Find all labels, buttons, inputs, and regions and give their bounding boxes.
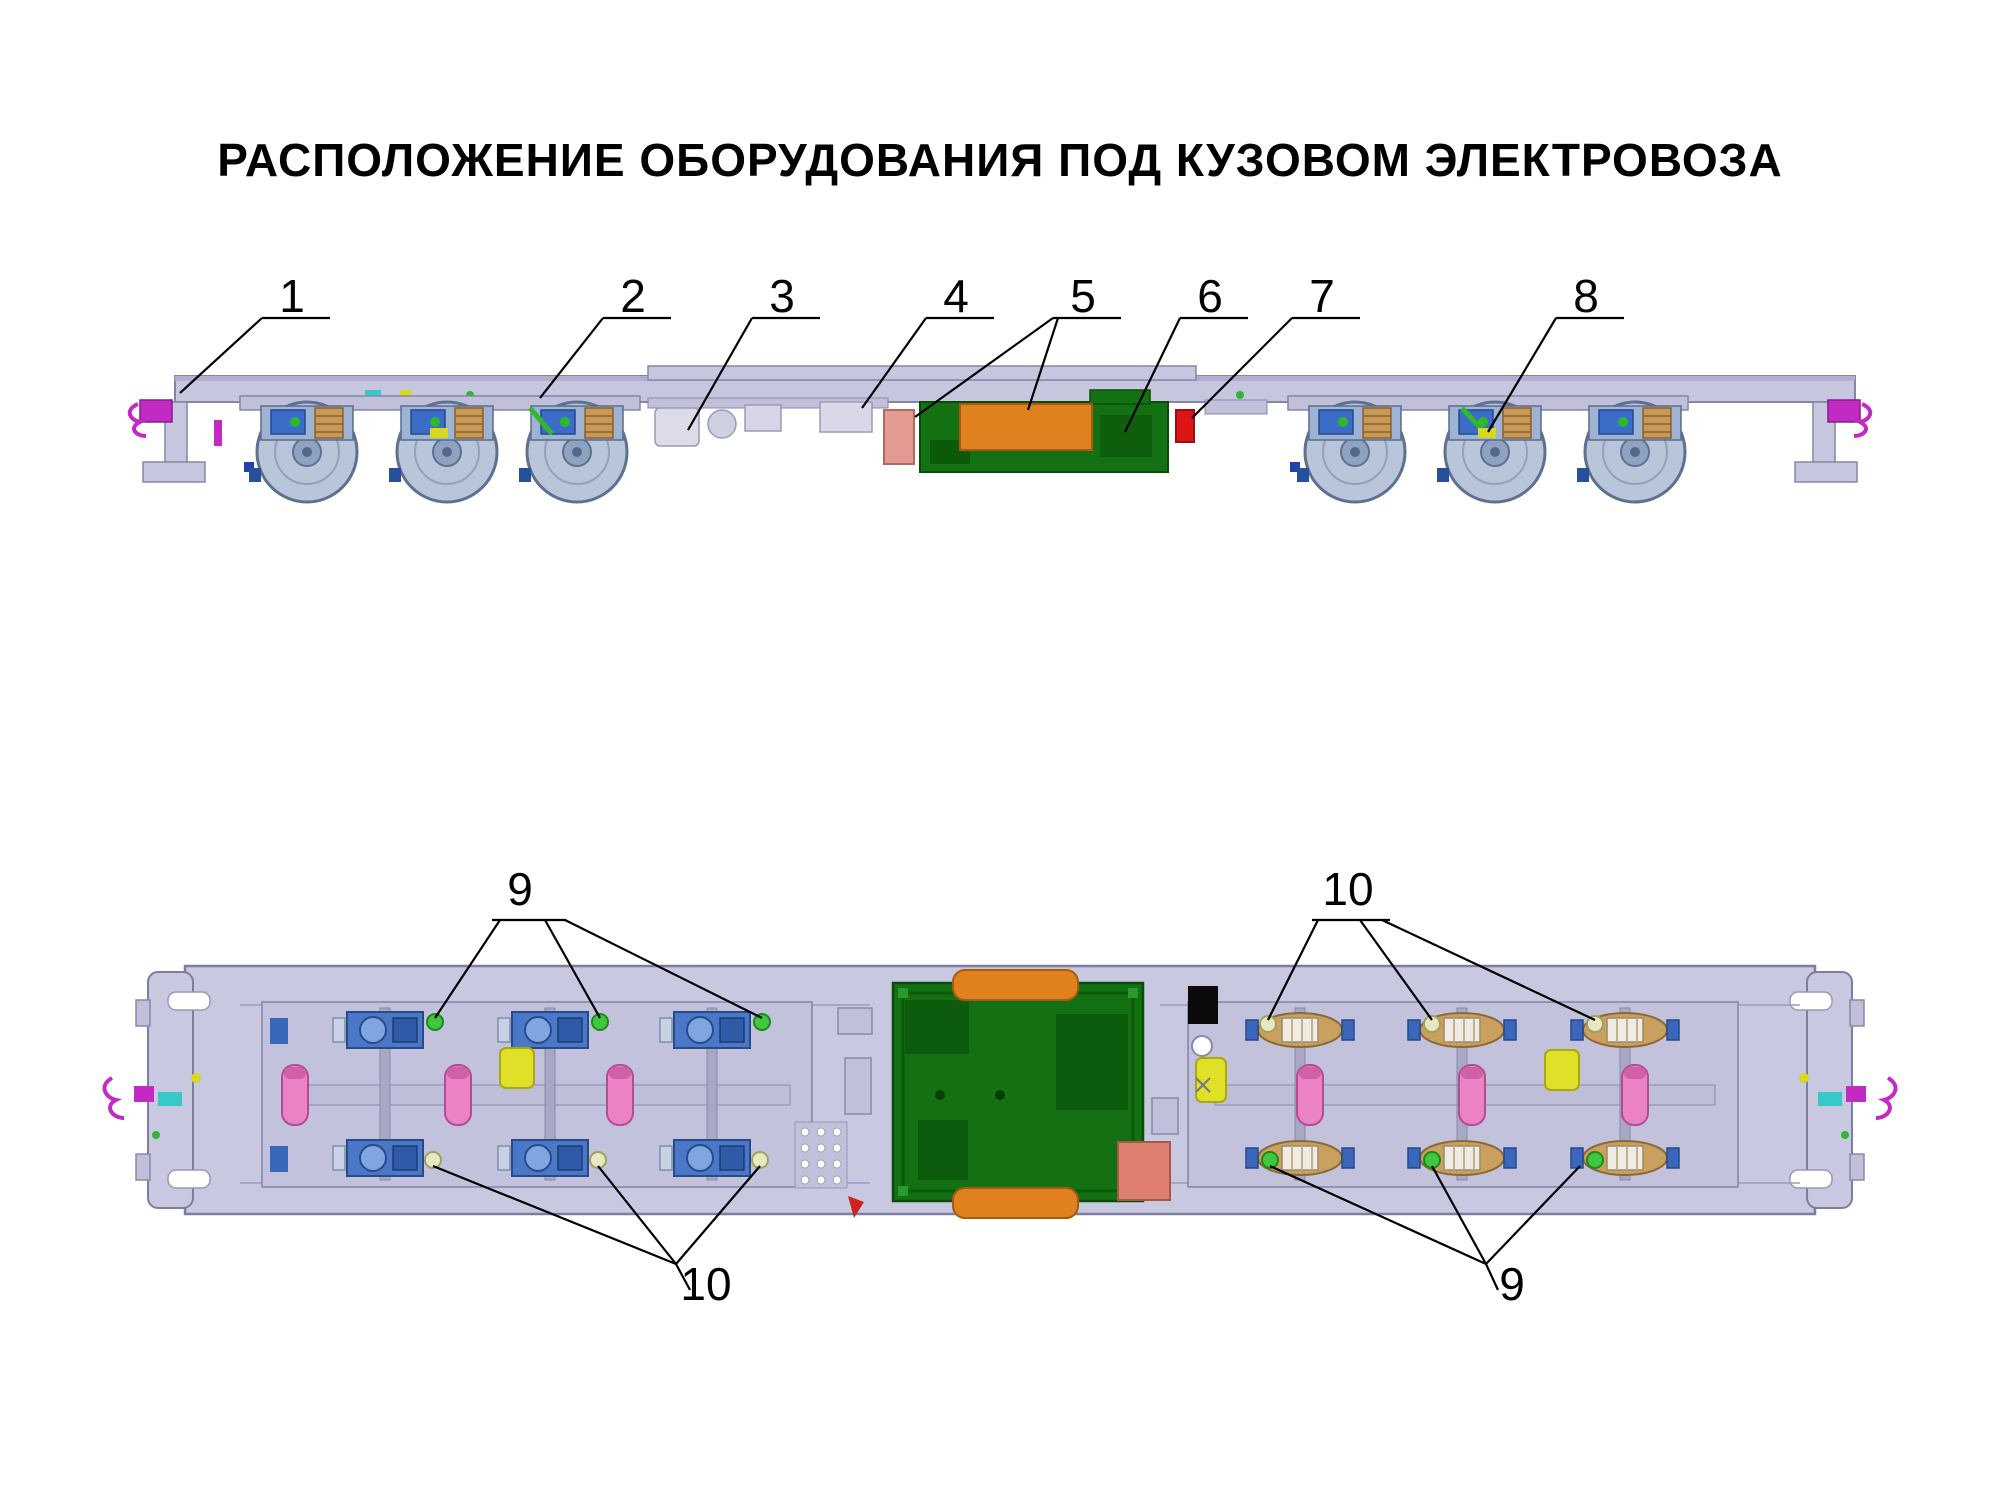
gear-unit xyxy=(659,1011,751,1049)
gear-unit xyxy=(497,1011,589,1049)
right-bogie-plan xyxy=(1187,1001,1739,1188)
orange-module xyxy=(959,403,1093,451)
callout-8: 8 xyxy=(1487,270,1624,433)
green-marker xyxy=(1261,1151,1279,1169)
callout-10-label: 10 xyxy=(680,1258,731,1310)
blue-bracket xyxy=(270,1146,288,1172)
gear-unit xyxy=(332,1139,424,1177)
black-box xyxy=(1188,986,1218,1024)
blue-bracket xyxy=(270,1018,288,1044)
aux-box xyxy=(837,1007,873,1035)
pale-marker xyxy=(1423,1015,1441,1033)
callout-1-label: 1 xyxy=(279,270,305,322)
coupler-left xyxy=(127,399,173,438)
vent-grid xyxy=(794,1121,848,1189)
yellow-unit xyxy=(1544,1049,1580,1091)
yellow-unit xyxy=(499,1047,535,1089)
orange-module-bottom xyxy=(952,1187,1079,1219)
pink-damper xyxy=(606,1064,634,1126)
pale-marker xyxy=(424,1151,442,1169)
callout-6-label: 6 xyxy=(1197,270,1223,322)
callout-7: 7 xyxy=(1191,270,1360,419)
green-marker xyxy=(1423,1151,1441,1169)
callout-3: 3 xyxy=(687,270,820,431)
end-platform-left xyxy=(135,971,211,1209)
callout-2-label: 2 xyxy=(620,270,646,322)
end-pilot-right xyxy=(1794,401,1858,483)
callout-10-bottom-left: 10 xyxy=(432,1164,761,1310)
x-marker xyxy=(1195,1077,1211,1093)
green-marker xyxy=(426,1013,444,1031)
callout-2: 2 xyxy=(539,270,671,399)
callout-10-label: 10 xyxy=(1322,863,1373,915)
callout-8-label: 8 xyxy=(1573,270,1599,322)
pink-module xyxy=(883,409,915,465)
coupler-right xyxy=(1827,399,1873,438)
salmon-module xyxy=(1117,1141,1171,1201)
left-bogie-plan xyxy=(261,1001,813,1188)
side-view-diagram: 1 2 3 4 5 6 7 xyxy=(127,270,1873,504)
callout-10-top-right: 10 xyxy=(1267,863,1596,1021)
pink-damper xyxy=(444,1064,472,1126)
underfloor-equipment xyxy=(654,401,873,447)
callout-6: 6 xyxy=(1124,270,1248,433)
aux-box xyxy=(1151,1097,1179,1135)
red-module xyxy=(1175,409,1195,443)
pink-damper xyxy=(281,1064,309,1126)
green-marker xyxy=(753,1013,771,1031)
green-marker xyxy=(591,1013,609,1031)
callout-1: 1 xyxy=(179,270,330,394)
pink-damper xyxy=(1296,1064,1324,1126)
callout-4: 4 xyxy=(861,270,994,409)
coupler-left-plan xyxy=(102,1073,201,1139)
callout-3-label: 3 xyxy=(769,270,795,322)
pink-damper xyxy=(1621,1064,1649,1126)
page-title: РАСПОЛОЖЕНИЕ ОБОРУДОВАНИЯ ПОД КУЗОВОМ ЭЛ… xyxy=(217,133,1783,186)
pale-marker xyxy=(589,1151,607,1169)
traction-converter-green-plan xyxy=(891,981,1145,1203)
callout-5: 5 xyxy=(914,270,1121,418)
callout-4-label: 4 xyxy=(943,270,969,322)
callout-9-bottom-right: 9 xyxy=(1269,1164,1581,1310)
coupler-right-plan xyxy=(1799,1073,1898,1139)
pink-damper xyxy=(1458,1064,1486,1126)
callout-5-label: 5 xyxy=(1070,270,1096,322)
callout-7-label: 7 xyxy=(1309,270,1335,322)
right-bogie-side xyxy=(1287,395,1689,504)
pale-marker xyxy=(1259,1015,1277,1033)
pale-marker xyxy=(1586,1015,1604,1033)
aux-box xyxy=(844,1057,872,1115)
pale-marker xyxy=(751,1151,769,1169)
gear-unit xyxy=(659,1139,751,1177)
callout-9-label: 9 xyxy=(1499,1258,1525,1310)
orange-module-top xyxy=(952,969,1079,1001)
gear-unit xyxy=(497,1139,589,1177)
gear-unit xyxy=(332,1011,424,1049)
callout-9-label: 9 xyxy=(507,863,533,915)
plan-view-diagram: 9 10 10 9 xyxy=(102,863,1898,1310)
left-bogie-side xyxy=(239,395,641,504)
red-marker xyxy=(848,1196,864,1218)
white-port xyxy=(1191,1035,1213,1057)
callout-9-top-left: 9 xyxy=(434,863,763,1019)
yellow-unit xyxy=(1195,1057,1227,1103)
green-marker xyxy=(1586,1151,1604,1169)
